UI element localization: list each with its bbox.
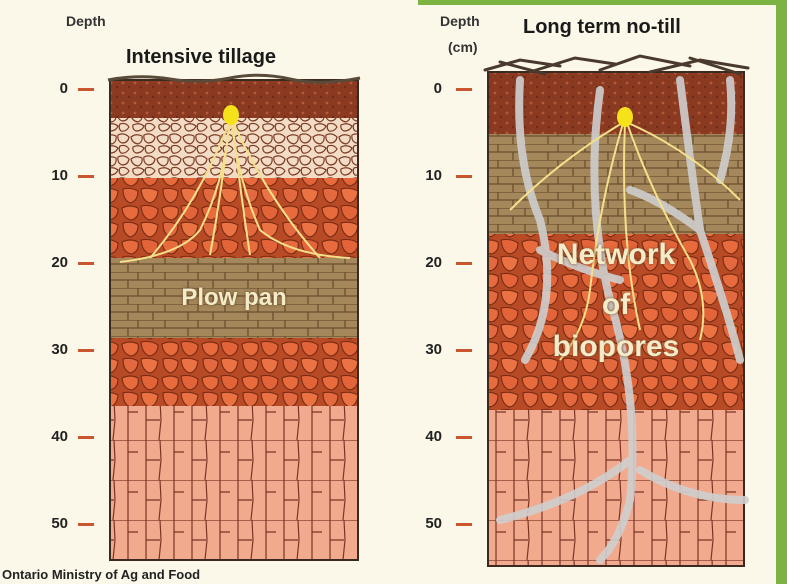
depth-label-left: Depth — [66, 14, 106, 28]
biopores-line-1: Network — [488, 240, 744, 270]
depth-tick-mark-right-30 — [456, 349, 472, 352]
depth-tick-mark-right-50 — [456, 523, 472, 526]
depth-tick-mark-left-10 — [78, 175, 94, 178]
depth-tick-mark-left-20 — [78, 262, 94, 265]
seed-icon-right — [617, 107, 633, 127]
depth-tick-mark-left-40 — [78, 436, 94, 439]
depth-tick-mark-left-50 — [78, 523, 94, 526]
depth-tick-mark-left-30 — [78, 349, 94, 352]
plow-pan-label: Plow pan — [110, 286, 358, 310]
depth-tick-label-right-50: 50 — [402, 516, 442, 531]
depth-tick-mark-right-0 — [456, 88, 472, 91]
depth-tick-label-right-30: 30 — [402, 342, 442, 357]
depth-tick-label-right-40: 40 — [402, 429, 442, 444]
depth-tick-label-left-20: 20 — [28, 255, 68, 270]
depth-tick-label-left-30: 30 — [28, 342, 68, 357]
biopores-line-2: of — [488, 290, 744, 320]
left-panel-title: Intensive tillage — [126, 47, 276, 67]
depth-tick-mark-right-10 — [456, 175, 472, 178]
credit-text: Ontario Ministry of Ag and Food — [2, 567, 200, 582]
seed-icon — [223, 105, 239, 125]
biopores-line-3: biopores — [488, 332, 744, 362]
depth-unit-label: (cm) — [448, 40, 478, 54]
orange-aggregate-layer — [110, 178, 358, 258]
depth-tick-label-left-0: 0 — [28, 81, 68, 96]
right-panel-title: Long term no-till — [523, 17, 681, 37]
depth-tick-mark-left-0 — [78, 88, 94, 91]
subsoil-layer — [110, 406, 358, 560]
topsoil-layer-right — [488, 72, 744, 134]
depth-tick-mark-right-20 — [456, 262, 472, 265]
depth-tick-label-right-0: 0 — [402, 81, 442, 96]
lower-aggregate-layer — [110, 338, 358, 406]
depth-tick-label-right-10: 10 — [402, 168, 442, 183]
depth-tick-label-left-50: 50 — [28, 516, 68, 531]
depth-label-right: Depth — [440, 14, 480, 28]
depth-tick-mark-right-40 — [456, 436, 472, 439]
depth-tick-label-right-20: 20 — [402, 255, 442, 270]
depth-tick-label-left-40: 40 — [28, 429, 68, 444]
depth-tick-label-left-10: 10 — [28, 168, 68, 183]
intensive-tillage-column — [108, 75, 360, 560]
